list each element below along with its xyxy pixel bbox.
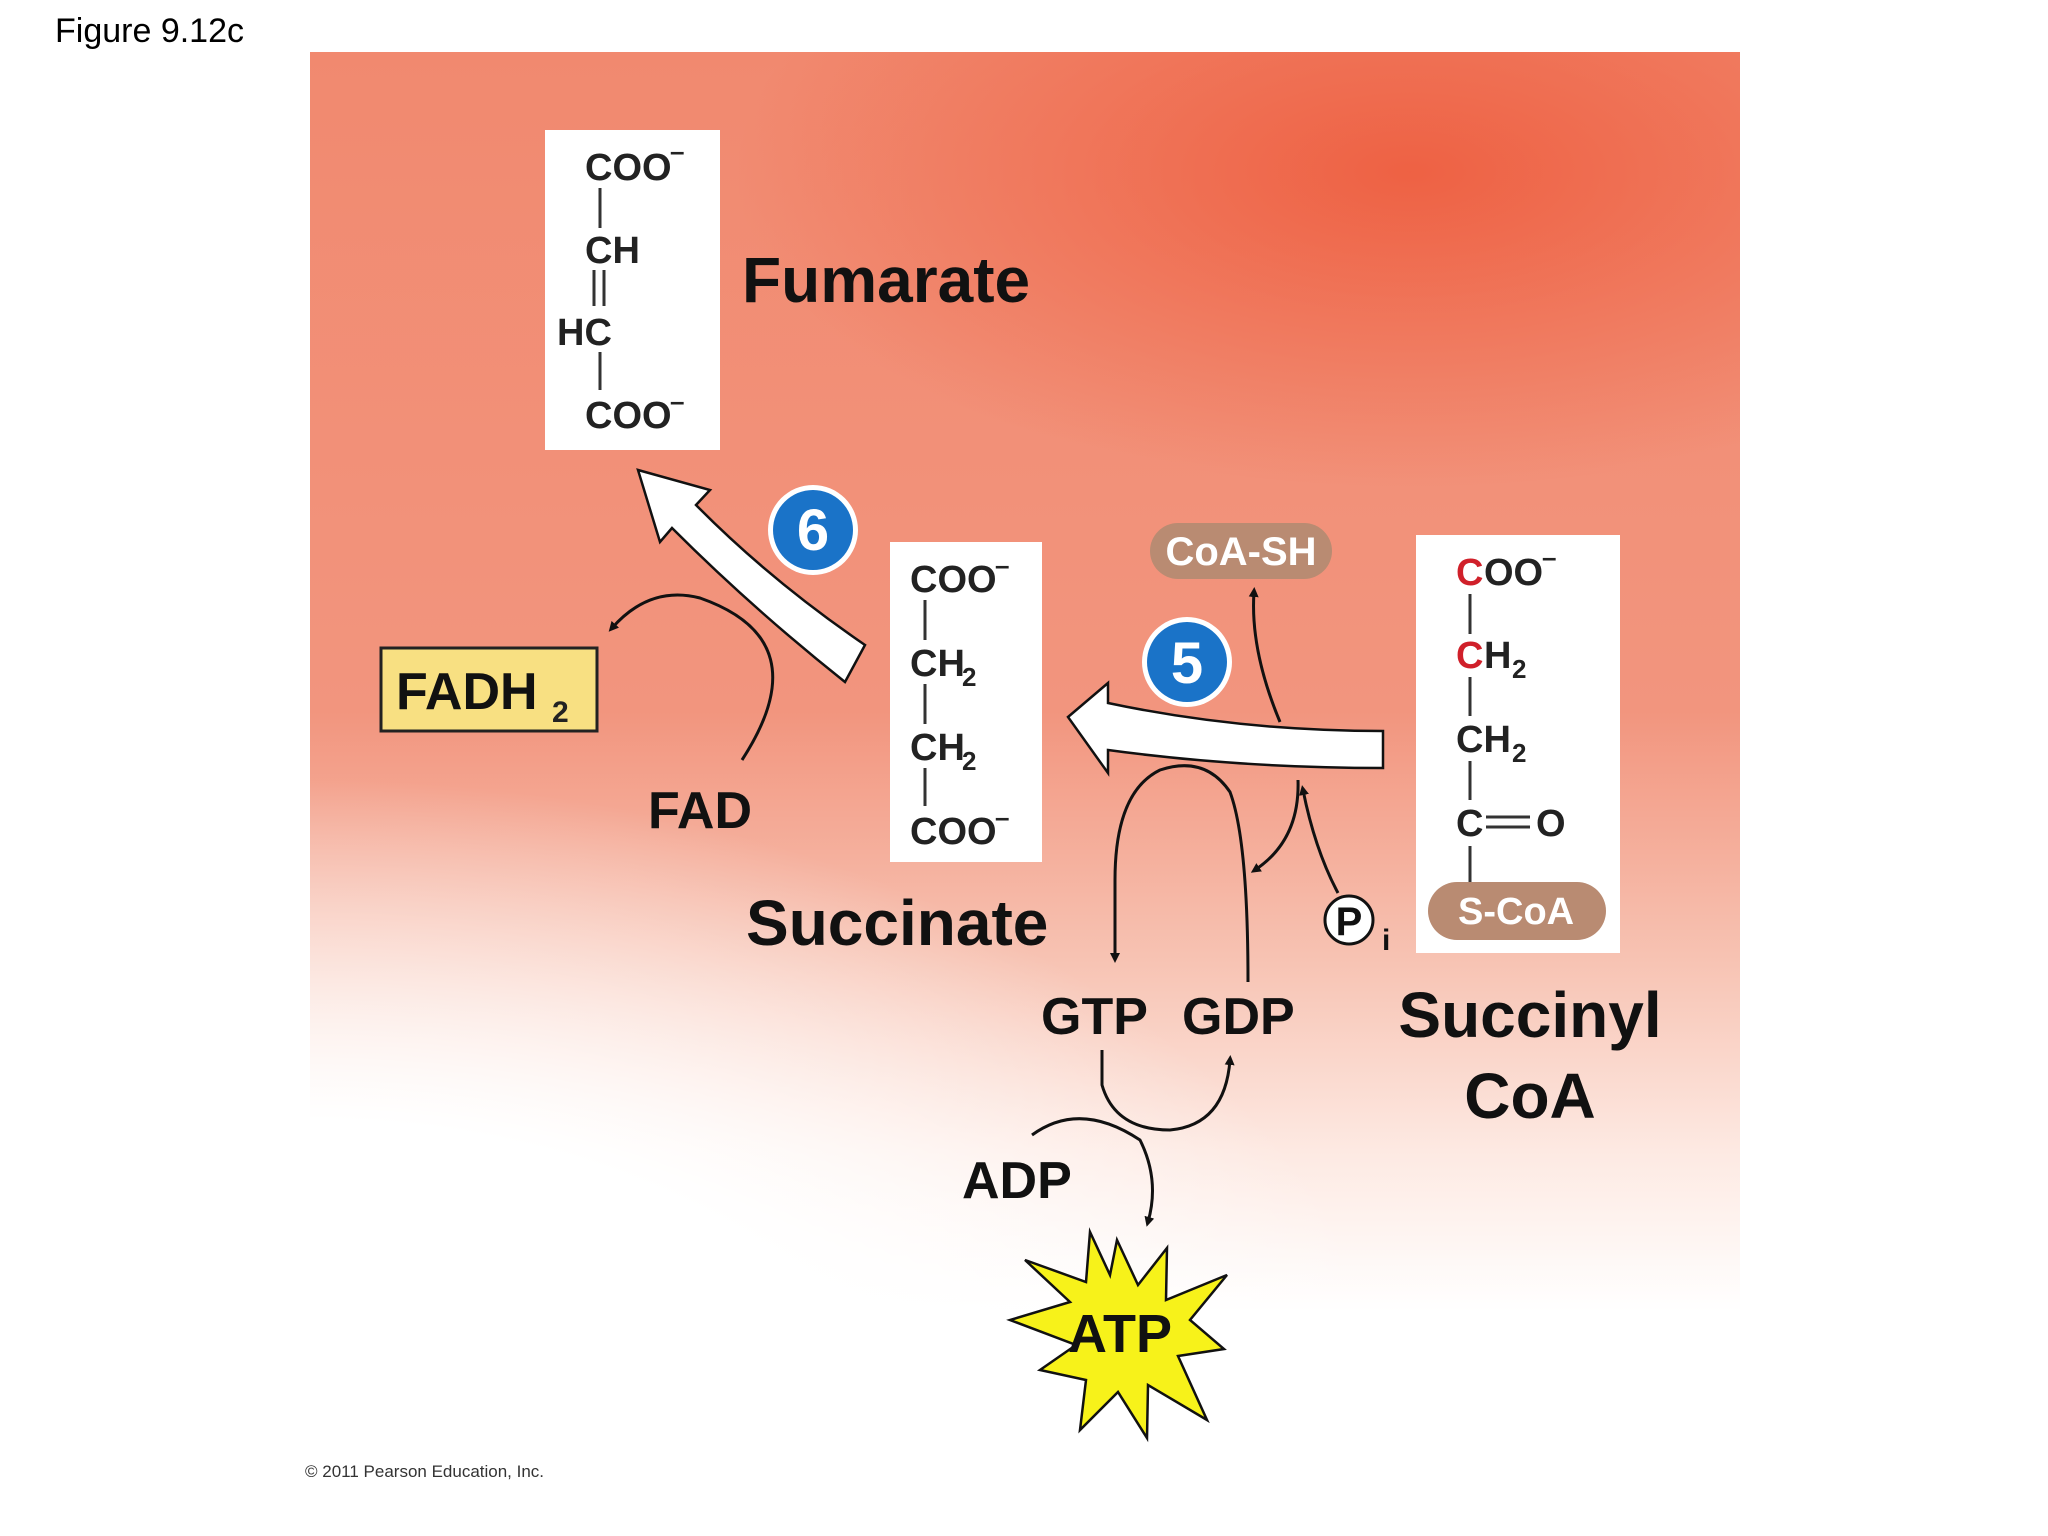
pi-subscript: i	[1382, 924, 1390, 957]
figure-label: Figure 9.12c	[55, 12, 244, 50]
succinyl-coa-charge: –	[1542, 542, 1556, 572]
fumarate-structure: COO – CH HC COO –	[545, 130, 720, 450]
succinyl-coa-line-5: O	[1536, 803, 1566, 845]
succinate-charge-1: –	[995, 550, 1009, 580]
succinate-sub-2: 2	[962, 746, 976, 776]
succinyl-coa-scoa: S-CoA	[1458, 891, 1574, 933]
fumarate-line-1: COO	[585, 147, 672, 189]
step-5-badge: 5	[1142, 617, 1232, 707]
fumarate-charge-1: –	[670, 136, 684, 166]
fadh2-box: FADH 2	[379, 646, 599, 733]
fadh2-label: FADH	[396, 663, 538, 721]
atp-star: ATP	[1006, 1227, 1228, 1443]
succinate-charge-2: –	[995, 802, 1009, 832]
succinyl-coa-line-3: CH	[1456, 719, 1511, 761]
atp-label: ATP	[1068, 1304, 1172, 1364]
adp-to-atp-arrow	[1031, 1117, 1155, 1227]
fad-label: FAD	[648, 782, 752, 840]
succinyl-coa-label-line1: Succinyl	[1398, 979, 1661, 1051]
fumarate-line-3: HC	[557, 312, 612, 354]
succinate-sub-1: 2	[962, 662, 976, 692]
succinyl-coa-line-2a: C	[1456, 635, 1483, 677]
gtp-recycle-arrow	[1100, 1050, 1235, 1132]
step5-branch-arrow	[1250, 779, 1300, 873]
succinyl-coa-line-4: C	[1456, 803, 1483, 845]
succinyl-coa-sub-1: 2	[1512, 654, 1526, 684]
gdp-to-gtp-arrow	[1110, 764, 1250, 983]
succinyl-coa-line-1: OO	[1484, 552, 1543, 594]
pi-label: P	[1336, 900, 1363, 944]
succinyl-coa-sub-2: 2	[1512, 738, 1526, 768]
succinyl-coa-line-2: H	[1484, 635, 1511, 677]
succinyl-coa-line-1a: C	[1456, 552, 1483, 594]
succinate-structure: COO – CH 2 CH 2 COO –	[890, 542, 1042, 862]
coa-sh-release-arrow	[1248, 587, 1282, 723]
gtp-label: GTP	[1041, 988, 1148, 1046]
succinate-line-1: COO	[910, 559, 997, 601]
fumarate-line-2: CH	[585, 230, 640, 272]
copyright-notice: © 2011 Pearson Education, Inc.	[305, 1462, 545, 1481]
pi-phosphate: P i	[1323, 894, 1390, 957]
succinyl-coa-structure: C OO – C H 2 CH 2 C O S-CoA	[1416, 535, 1620, 953]
step-6-number: 6	[797, 498, 829, 563]
coa-sh-pill: CoA-SH	[1150, 523, 1332, 579]
succinyl-coa-label-line2: CoA	[1464, 1060, 1596, 1132]
succinate-line-3: CH	[910, 727, 965, 769]
fad-to-fadh2-arrow	[608, 593, 775, 761]
step6-arrow	[636, 468, 867, 684]
coa-sh-label: CoA-SH	[1165, 530, 1316, 574]
step5-arrow	[1066, 680, 1385, 777]
fumarate-line-4: COO	[585, 395, 672, 437]
fadh2-subscript: 2	[552, 696, 569, 729]
gdp-label: GDP	[1182, 988, 1295, 1046]
step-5-number: 5	[1171, 631, 1203, 696]
succinate-label: Succinate	[746, 887, 1048, 959]
pi-input-arrow	[1299, 785, 1340, 894]
fumarate-charge-2: –	[670, 386, 684, 416]
adp-label: ADP	[962, 1152, 1072, 1210]
fumarate-label: Fumarate	[742, 244, 1030, 316]
succinate-line-2: CH	[910, 643, 965, 685]
succinate-line-4: COO	[910, 811, 997, 853]
step-6-badge: 6	[768, 485, 858, 575]
